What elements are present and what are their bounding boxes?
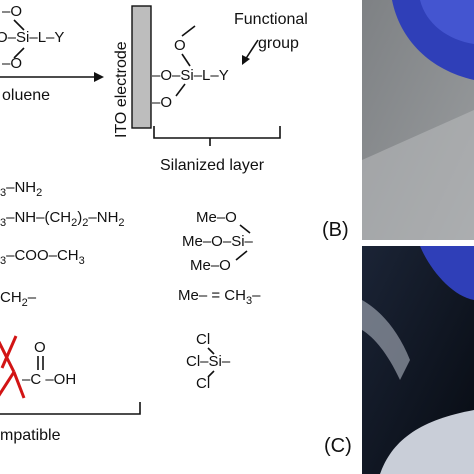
cross-stroke-1 xyxy=(0,340,16,373)
bond-line xyxy=(181,53,191,67)
precursor-si-row: O–Si–L–Y xyxy=(0,29,64,46)
linker-row-1: 3–NH2 xyxy=(0,179,42,199)
functional-label-line1: Functional xyxy=(234,11,308,28)
chloro-row-2: Cl–Si– xyxy=(186,353,231,370)
chloro-row-1: Cl xyxy=(196,331,210,348)
cross-stroke-2 xyxy=(0,371,16,397)
bond-line xyxy=(175,83,186,97)
panel-b-label: (B) xyxy=(322,219,349,241)
silanized-layer-label: Silanized layer xyxy=(160,157,265,174)
functional-group-callout: Functional group xyxy=(234,11,308,65)
glove-bottom-c xyxy=(380,410,474,474)
carboxylic-acid-group: O –C –OH xyxy=(22,339,76,388)
solvent-label: oluene xyxy=(2,87,50,104)
bond-line xyxy=(239,224,251,234)
glove-top-c xyxy=(420,246,474,300)
reaction-arrow: oluene xyxy=(0,72,104,104)
glove-highlight xyxy=(420,0,474,44)
precursor-silane: –O O–Si–L–Y –O xyxy=(0,3,64,72)
methoxy-row-2: Me–O–Si– xyxy=(182,233,254,250)
carbonyl-oxygen: O xyxy=(34,339,46,356)
incompatible-bracket xyxy=(0,402,141,415)
ito-electrode: ITO electrode xyxy=(113,5,152,138)
electrode-label: ITO electrode xyxy=(113,41,130,138)
methoxy-bond xyxy=(181,25,196,37)
precursor-o-bottom: –O xyxy=(2,55,22,72)
incompatible-label: mpatible xyxy=(0,427,61,444)
cross-stroke-4 xyxy=(12,371,26,399)
arrow-head xyxy=(94,72,104,82)
trimethoxy-silane: Me–O Me–O–Si– Me–O Me– = CH3– xyxy=(178,209,261,307)
bound-si-row: –O–Si–L–Y xyxy=(152,67,229,84)
electrode-bar xyxy=(131,5,152,129)
photo-b xyxy=(362,0,474,240)
me-definition: Me– = CH3– xyxy=(178,287,261,307)
cross-stroke-3 xyxy=(0,335,18,369)
linker-row-3: 3–COO–CH3 xyxy=(0,247,85,267)
methoxy-row-3: Me–O xyxy=(190,257,231,274)
bound-silane: O –O–Si–L–Y –O xyxy=(152,25,229,111)
precursor-o-top: –O xyxy=(2,3,22,20)
panel-c-label: (C) xyxy=(324,435,352,457)
linker-row-4: CH2– xyxy=(0,289,37,309)
callout-arrow-head xyxy=(242,55,250,65)
bond-line xyxy=(13,19,25,31)
brace-bracket xyxy=(153,126,281,139)
bond-line xyxy=(235,250,248,261)
glass-slide-highlight xyxy=(362,110,474,240)
photo-c xyxy=(362,246,474,474)
bond-line xyxy=(13,47,25,59)
carboxyl-chain: –C –OH xyxy=(22,371,76,388)
bond-line xyxy=(207,347,215,355)
silanized-layer-brace: Silanized layer xyxy=(153,126,281,174)
bound-o-top: O xyxy=(174,37,186,54)
incompatible-brace: mpatible xyxy=(0,402,141,444)
methoxy-row-1: Me–O xyxy=(196,209,237,226)
bond-line xyxy=(207,370,215,378)
incompatible-cross-icon xyxy=(0,335,26,399)
bound-o-bottom: –O xyxy=(152,94,172,111)
glass-reflection xyxy=(362,300,410,380)
linker-list: 3–NH2 3–NH–(CH2)2–NH2 3–COO–CH3 CH2– xyxy=(0,179,125,309)
callout-arrow-shaft xyxy=(244,39,259,61)
linker-row-2: 3–NH–(CH2)2–NH2 xyxy=(0,209,125,229)
functional-label-line2: group xyxy=(258,35,299,52)
chloro-row-3: Cl xyxy=(196,375,210,392)
trichloro-silane: Cl Cl–Si– Cl xyxy=(186,331,231,392)
